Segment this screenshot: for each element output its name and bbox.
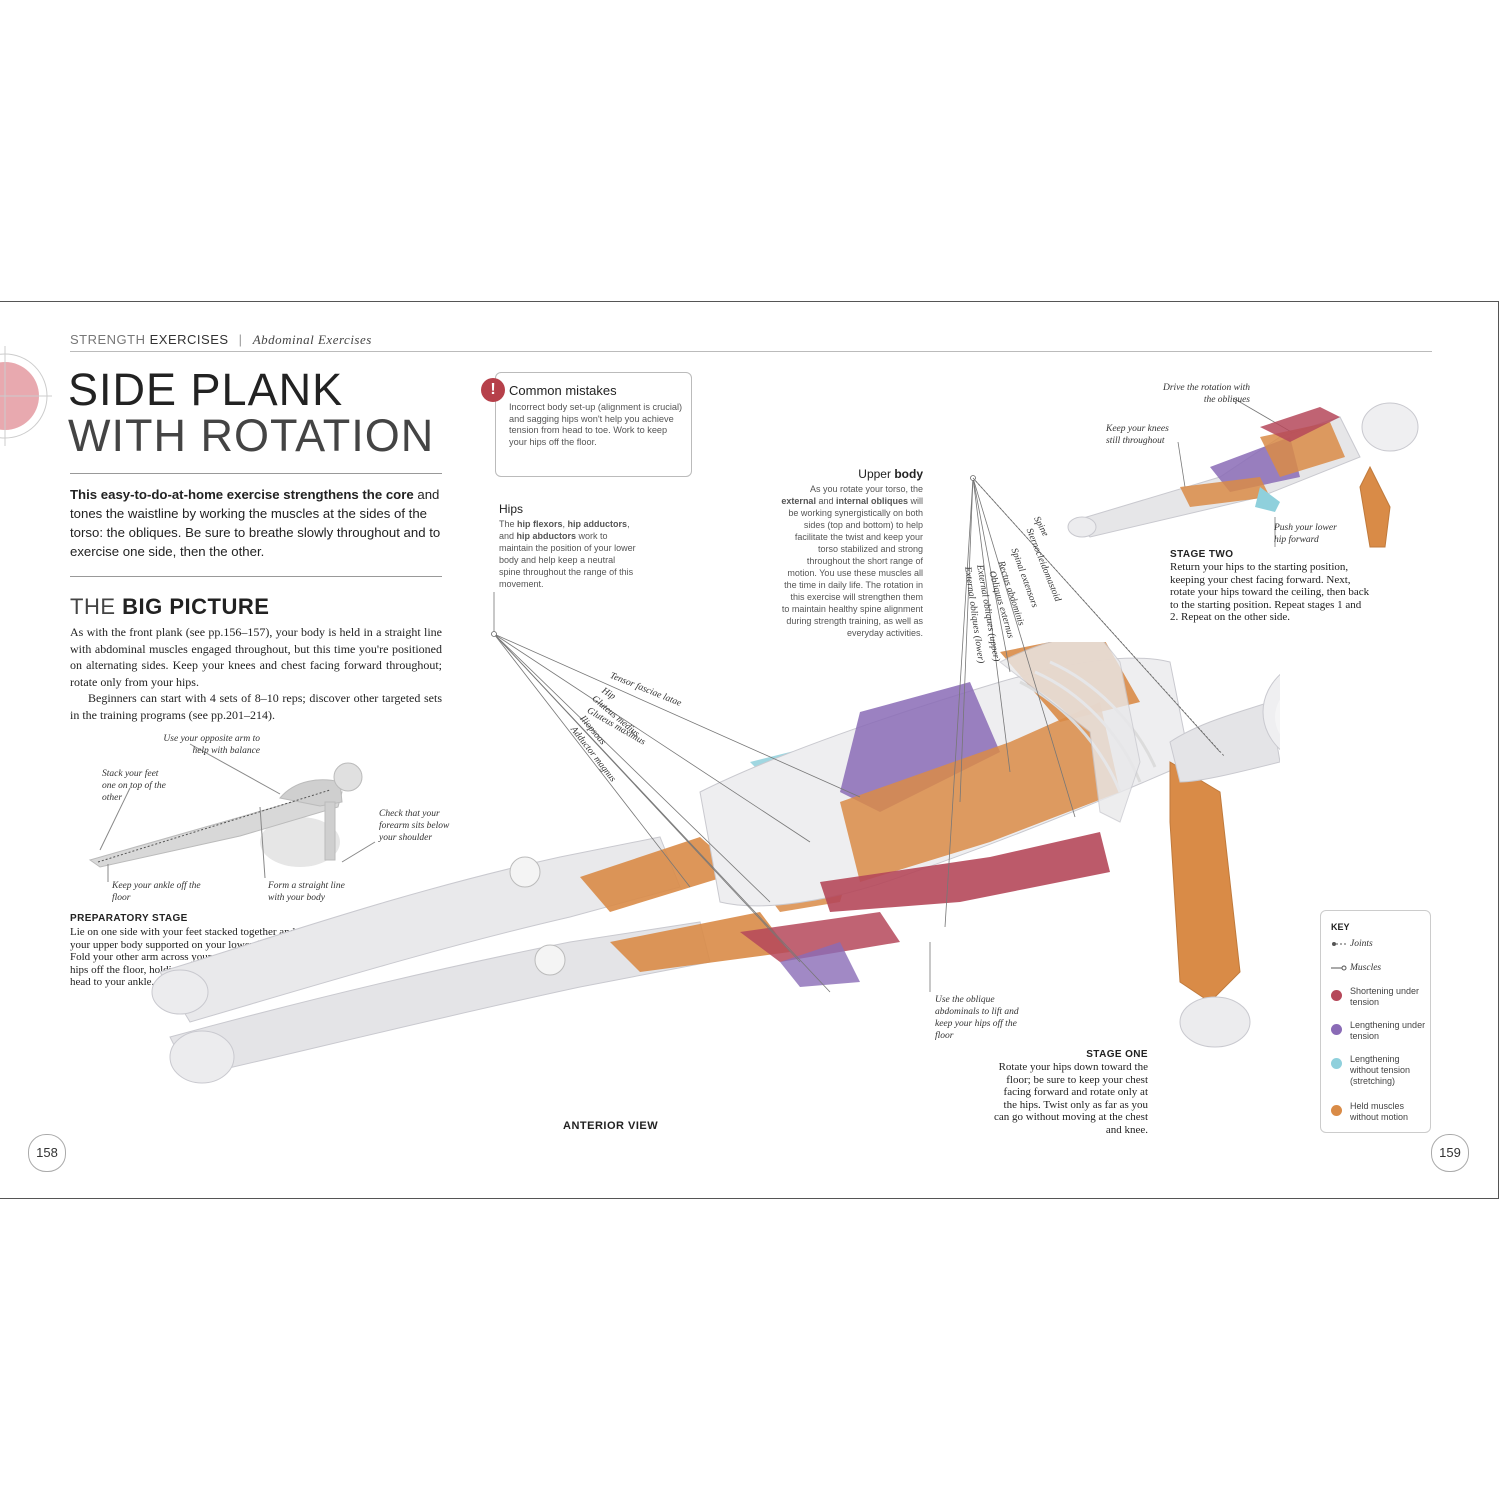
muscle-marker-icon <box>1331 965 1347 971</box>
header-rule <box>70 351 1432 352</box>
label-ankle-floor: Keep your ankle off the floor <box>112 881 201 903</box>
page-title-line1: SIDE PLANK <box>68 364 344 415</box>
hips-text: The hip flexors, hip adductors, and hip … <box>499 519 636 589</box>
label-straight-line: Form a straight line with your body <box>268 881 345 903</box>
upper-body-text: As you rotate your torso, the external a… <box>781 484 923 638</box>
warning-icon: ! <box>481 378 505 402</box>
common-mistakes-text: Incorrect body set-up (alignment is cruc… <box>509 402 683 447</box>
section-accent-circle <box>0 346 52 446</box>
key-legend <box>1320 910 1431 1133</box>
stage-two-figure <box>1067 402 1419 548</box>
stage-two-text: Return your hips to the starting positio… <box>1170 561 1370 624</box>
book-spread: STRENGTH EXERCISES | Abdominal Exercises… <box>0 301 1499 1199</box>
label-check-forearm: Check that your forearm sits below your … <box>379 809 450 843</box>
big-picture-heading: THE BIG PICTURE <box>70 594 270 619</box>
label-drive-rotation: Drive the rotation with the obliques <box>1163 383 1250 405</box>
lengthening-swatch <box>1331 1024 1342 1035</box>
label-push-hip: Push your lower hip forward <box>1274 523 1337 545</box>
page-number-left: 158 <box>28 1134 66 1172</box>
joint-marker-icon <box>1332 942 1347 946</box>
stage-one-text: Rotate your hips down toward the floor; … <box>994 1061 1148 1136</box>
label-stack-feet: Stack your feet one on top of the other <box>102 769 166 803</box>
common-mistakes-title: Common mistakes <box>509 383 617 398</box>
label-opposite-arm: Use your opposite arm to help with balan… <box>163 734 260 756</box>
page-title-line2: WITH ROTATION <box>68 410 435 461</box>
title-rule <box>70 473 442 474</box>
key-title: KEY <box>1331 922 1350 932</box>
preparatory-stage-figure <box>88 743 376 882</box>
preparatory-stage-title: PREPARATORY STAGE <box>70 913 188 924</box>
anterior-view-label: ANTERIOR VIEW <box>563 1120 659 1132</box>
upper-body-heading: Upper body <box>858 467 923 481</box>
intro-paragraph: This easy-to-do-at-home exercise strengt… <box>70 487 441 559</box>
common-mistakes-box <box>495 372 692 477</box>
stretching-swatch <box>1331 1058 1342 1069</box>
intro-rule <box>70 576 442 577</box>
running-header: STRENGTH EXERCISES | Abdominal Exercises <box>70 332 372 347</box>
hips-heading: Hips <box>499 502 524 516</box>
shortening-swatch <box>1331 990 1342 1001</box>
label-oblique-lift: Use the oblique abdominals to lift and k… <box>935 995 1019 1041</box>
stage-two-title: STAGE TWO <box>1170 549 1234 560</box>
stage-one-title: STAGE ONE <box>1086 1049 1148 1060</box>
label-knees-still: Keep your knees still throughout <box>1106 424 1169 446</box>
page-number-right: 159 <box>1431 1134 1469 1172</box>
held-swatch <box>1331 1105 1342 1116</box>
big-picture-text: As with the front plank (see pp.156–157)… <box>70 625 442 722</box>
